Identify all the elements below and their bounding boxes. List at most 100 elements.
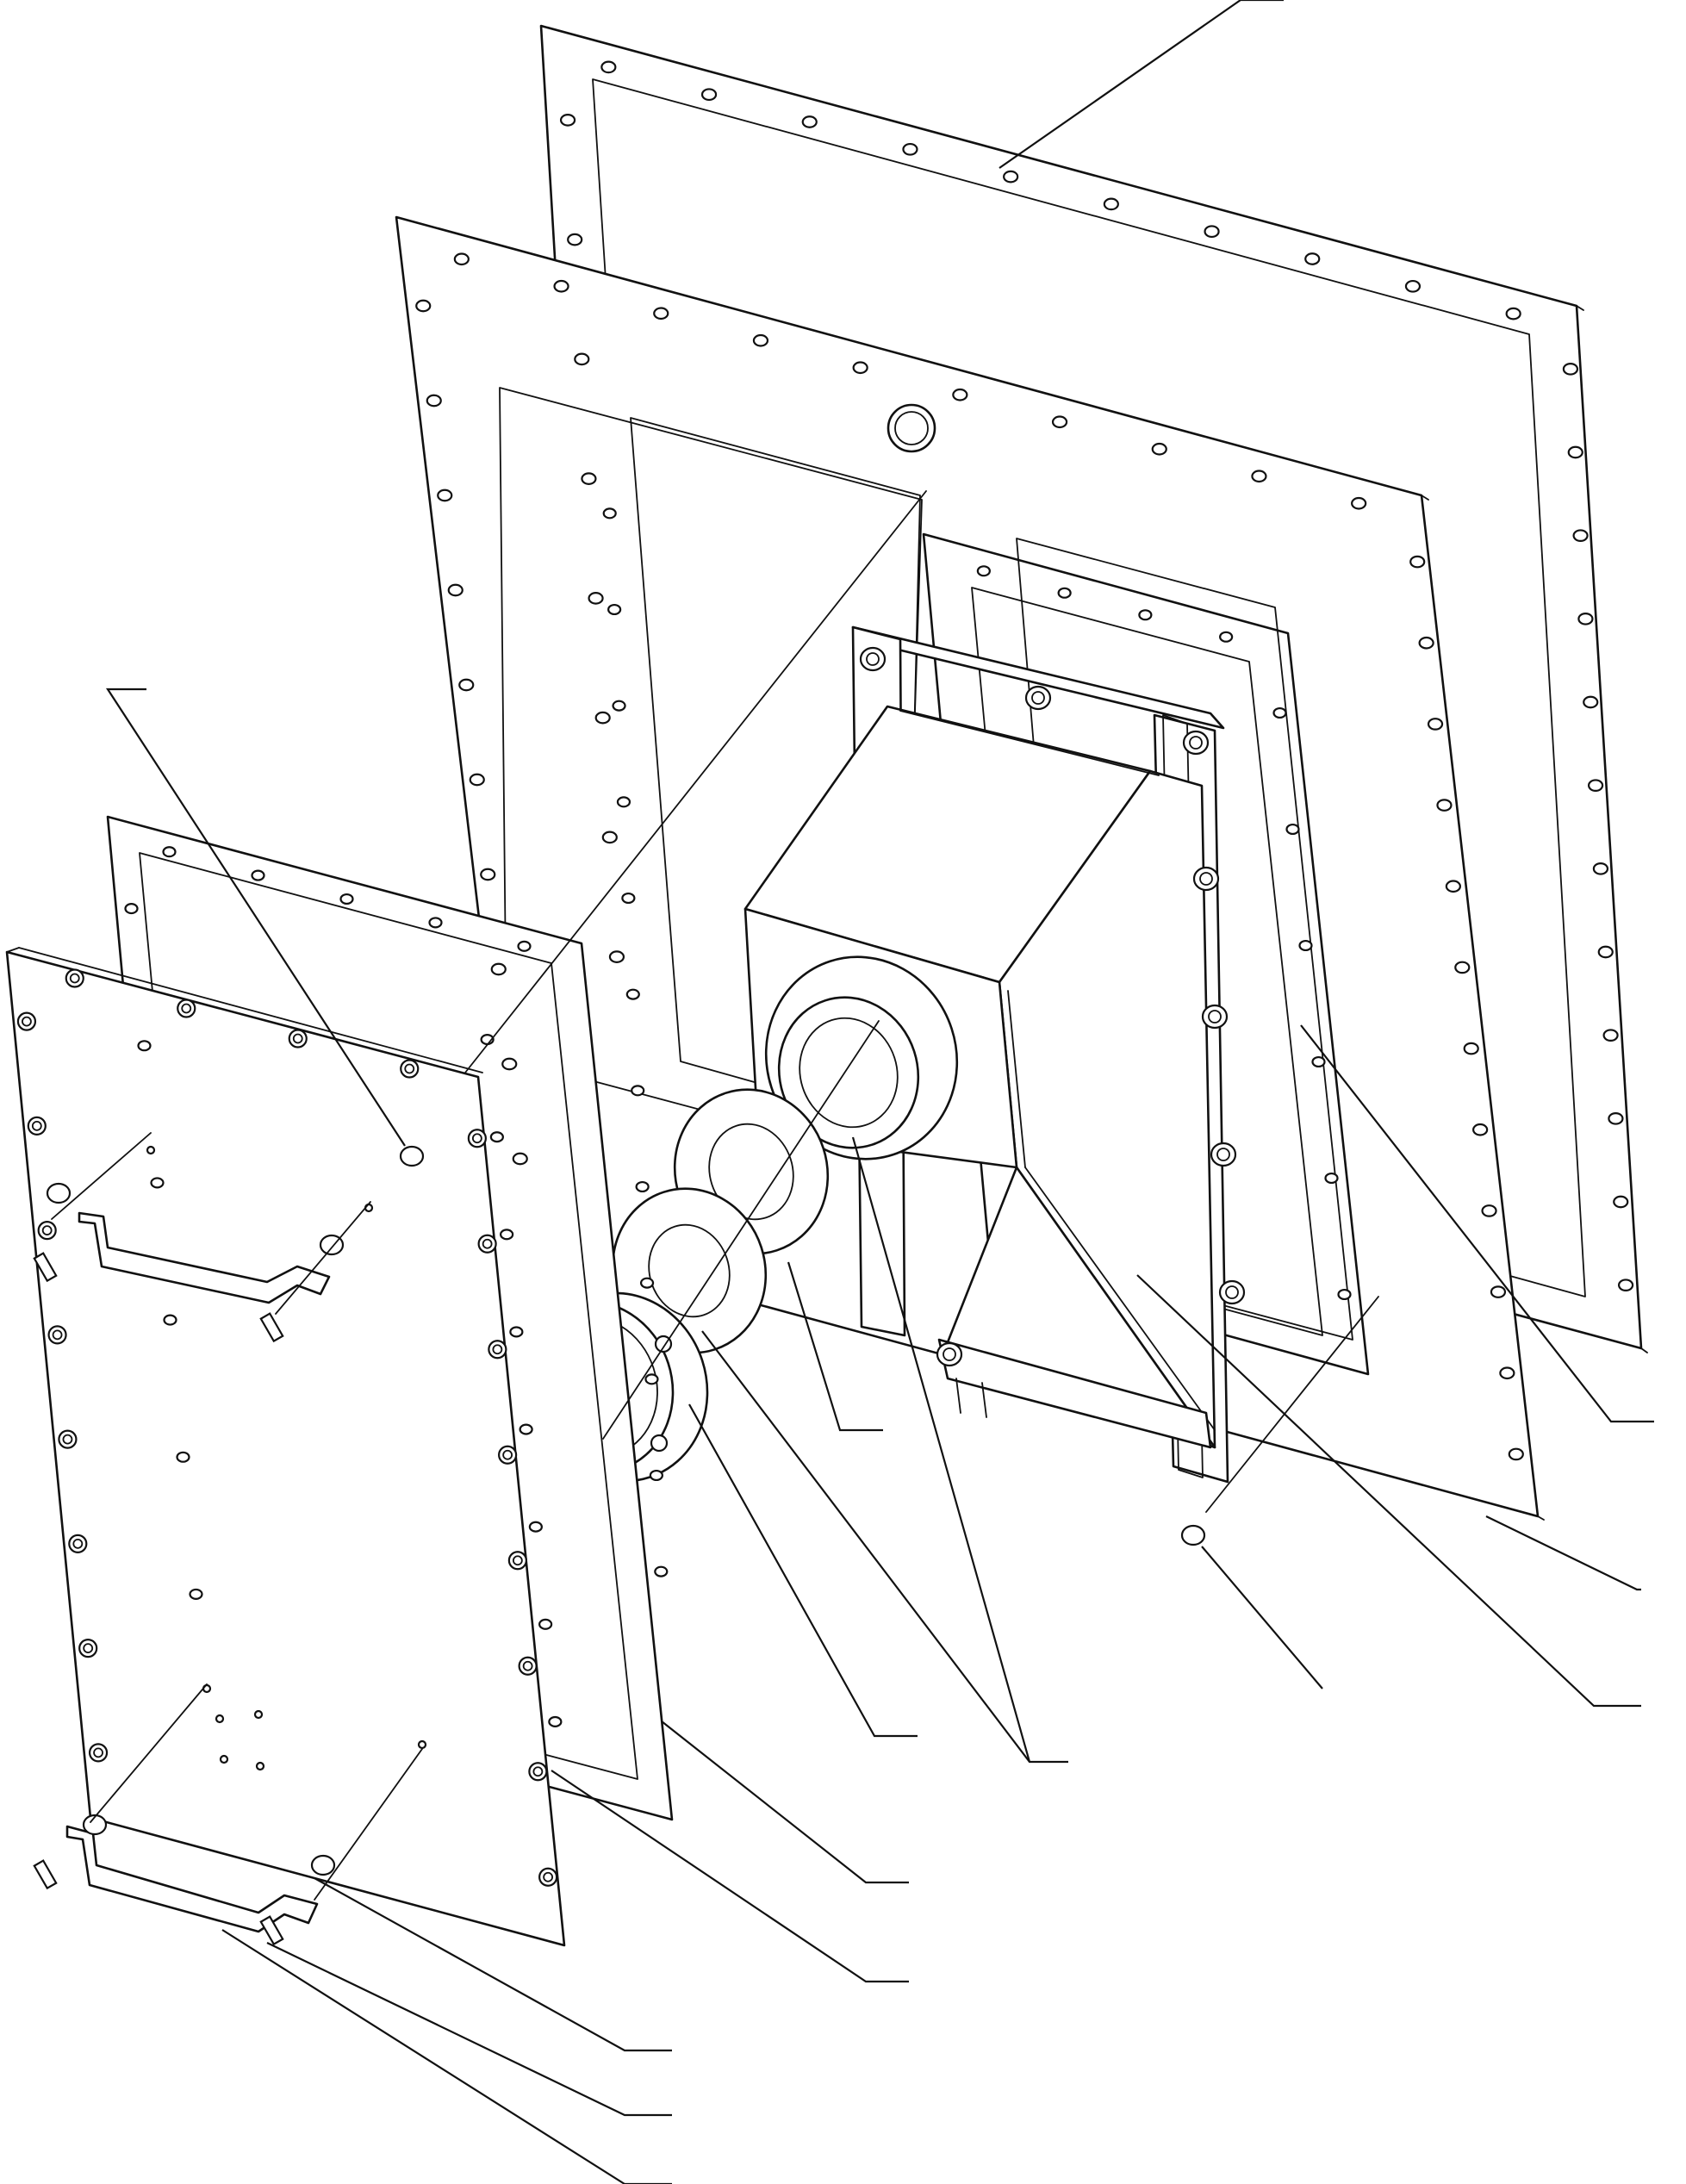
bolt-hole [1562,362,1579,376]
bolt-hole [594,711,611,725]
bolt-hole [1298,939,1313,952]
bolt-hole [801,115,818,128]
small-hole [219,1754,229,1764]
cover-bolt [69,973,80,984]
bolt-hole [1311,1055,1326,1068]
bolt-hole [1138,609,1153,621]
cover-bolt [528,1762,548,1782]
bolt-hole [553,279,569,293]
callout-leader [314,1877,672,2052]
bolt-hole [621,892,636,905]
bolt-hole [1418,636,1434,650]
small-hole [253,1709,264,1720]
callout-leader [787,1261,883,1432]
bolt-hole [601,831,618,844]
cover-bolt [93,1747,103,1758]
callout-leader [1300,1024,1654,1423]
bolt-hole [501,1057,518,1071]
frame-bolt [1182,730,1210,756]
bolt-hole [952,388,968,401]
bolt-hole [616,796,631,808]
small-hole [417,1739,427,1750]
frame-bolt [1201,1004,1229,1030]
bolt-hole [447,583,463,597]
cover-bolt [58,1429,78,1449]
bolt-hole [1567,445,1583,459]
callout-leader [551,1770,909,1983]
centre-lines [51,490,1379,1901]
lower-handle [65,1825,319,1933]
frame-bolt [1024,685,1052,711]
cover-bolt [16,1011,37,1031]
cover-bolt [47,1325,67,1345]
loose-bolt [46,1182,72,1204]
cover-bolt [83,1643,94,1654]
bolt-heads [16,646,1246,1946]
bolt-hole [163,1314,177,1326]
frame-bolt [1225,1285,1239,1299]
bolt-hole [1587,779,1604,793]
bolt-hole [251,869,265,881]
bolt-hole [1051,415,1068,429]
small-hole [215,1714,225,1724]
bolt-hole [1103,197,1119,211]
bolt-hole [1577,612,1594,625]
cover-bolt [492,1344,503,1355]
screw [33,1859,58,1890]
bolt-hole [1351,496,1367,510]
bolt-hole [176,1451,190,1463]
bolt-hole [608,950,625,963]
bolt-hole [1272,706,1287,719]
bolt-hole [426,394,442,408]
cover-bolt [482,1238,493,1249]
bolt-hole [644,1373,659,1385]
bolt-holes [124,60,1634,1771]
bolt-hole [559,114,576,127]
cover-bolt [52,1329,63,1341]
bolt-hole [976,565,991,577]
frame-bolt [1218,1279,1246,1305]
cover-bolt [404,1063,415,1074]
bolt-hole [612,700,626,712]
callout-leader [1201,1546,1323,1689]
bolt-hole [567,233,583,246]
bolt-hole [852,361,868,375]
bolt-hole [500,1229,514,1241]
frame-bolt [859,646,887,672]
bolt-hole [519,1423,533,1435]
cover-bolt [543,1871,554,1882]
bolt-hole [1608,1111,1624,1125]
cover-bolt [471,1133,482,1144]
bolt-hole [588,592,604,605]
cover-bolt [62,1434,73,1445]
cover-bolt [522,1660,533,1671]
cover-bolt [37,1221,57,1241]
bolt-hole [1597,945,1614,959]
bolt-hole [458,678,475,692]
callout-leader [1136,1274,1641,1708]
bolt-hole [1445,880,1461,893]
bolt-hole [1003,170,1019,184]
callout-leader [105,688,406,1147]
upper-handle [78,1211,331,1304]
bolt-hole [1404,279,1422,293]
cover-bolt [538,1867,558,1887]
bolt-hole [162,846,177,858]
bolt-hole [1613,1195,1629,1209]
screw [33,1252,58,1283]
bolt-hole [428,917,443,929]
bolt-hole [453,252,470,266]
small-hole [255,1761,265,1771]
bolt-hole [902,142,918,156]
cover-bolt [498,1445,518,1465]
bolt-hole [1285,823,1300,836]
bolt-hole [1602,1029,1619,1042]
bolt-hole [1481,1204,1497,1217]
frame-bolt [1208,1010,1222,1024]
bolt-hole [339,893,354,905]
bolt-hole [649,1469,663,1482]
cover-bolt [502,1449,513,1460]
screw [259,1915,284,1946]
bolt-hole [654,1565,669,1577]
